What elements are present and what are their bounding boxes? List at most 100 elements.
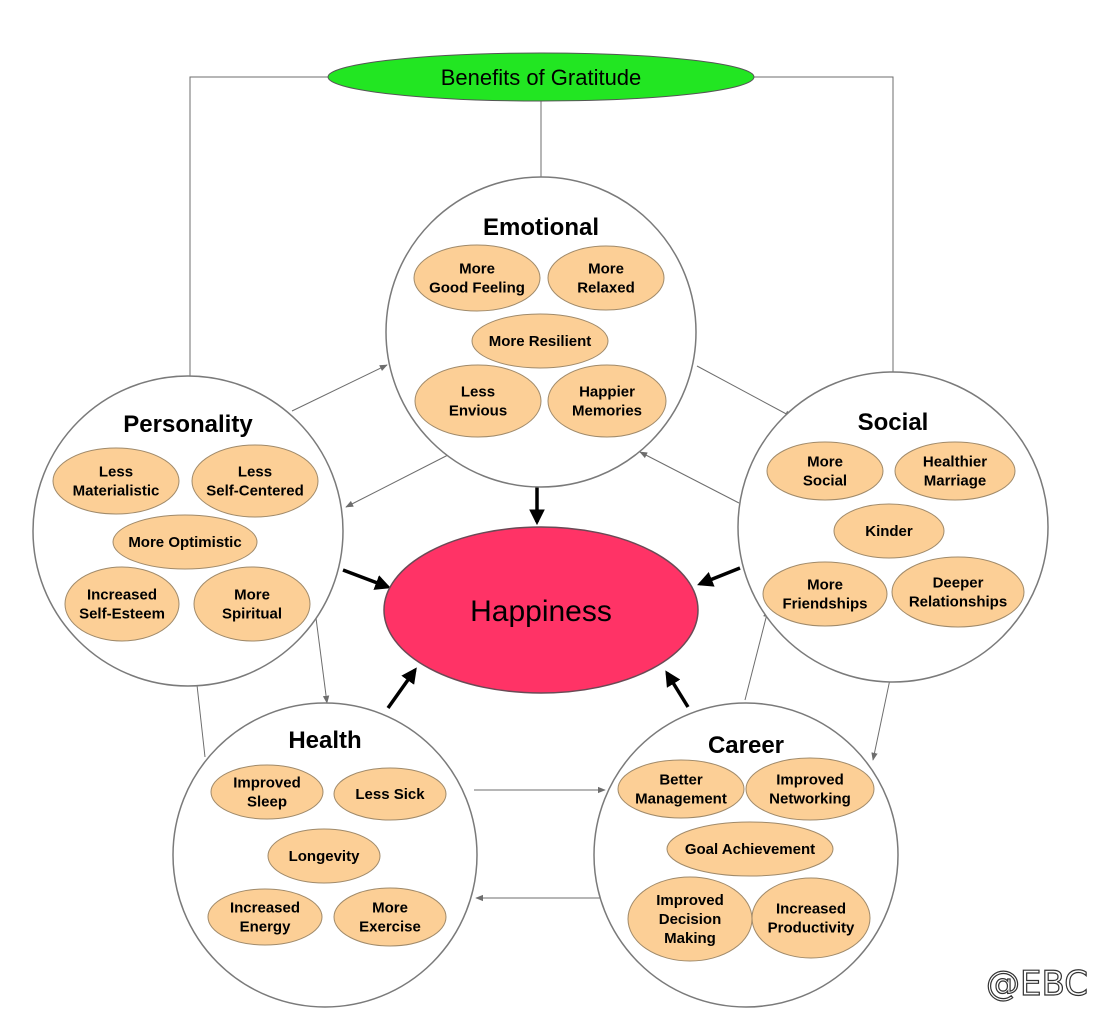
- health-item-pill: [207, 888, 323, 946]
- personality-item-label: Self-Centered: [206, 483, 304, 500]
- personality-item-label: More: [234, 587, 270, 604]
- health-item-label: More: [372, 900, 408, 917]
- health-title: Health: [288, 727, 361, 754]
- social-item-label: Social: [803, 473, 847, 490]
- social-item: Kinder: [833, 503, 945, 559]
- emotional-item-label: Good Feeling: [429, 280, 525, 297]
- personality-item-label: Spiritual: [222, 606, 282, 623]
- personality-item-label: Less: [238, 464, 272, 481]
- career-item-label: Management: [635, 791, 727, 808]
- social-item-label: Marriage: [924, 473, 987, 490]
- social-item-pill: [762, 561, 888, 627]
- personality-item-label: Self-Esteem: [79, 606, 165, 623]
- career-item: Goal Achievement: [666, 821, 834, 877]
- title-node: Benefits of Gratitude: [327, 52, 755, 102]
- happiness-label: Happiness: [470, 595, 612, 628]
- health-item-label: Exercise: [359, 919, 421, 936]
- emotional-item-pill: [471, 313, 609, 369]
- social-item-label: More: [807, 577, 843, 594]
- health-item-label: Sleep: [247, 794, 287, 811]
- health-item-label: Improved: [233, 775, 301, 792]
- connector-career-social: [744, 609, 770, 701]
- diagram-title: Benefits of Gratitude: [441, 65, 642, 90]
- emotional-item-pill: [547, 245, 665, 311]
- emotional-item-label: More: [588, 261, 624, 278]
- social-item-label: More: [807, 454, 843, 471]
- emotional-item: More Resilient: [471, 313, 609, 369]
- career-item-label: Making: [664, 930, 716, 947]
- career-item-pill: [745, 757, 875, 821]
- social-item-label: Friendships: [782, 596, 867, 613]
- health-item-label: Energy: [240, 919, 292, 936]
- health-item-pill: [210, 764, 324, 820]
- emotional-item-label: More Resilient: [489, 333, 592, 350]
- social-item-pill: [766, 441, 884, 501]
- social-item-label: Deeper: [933, 575, 984, 592]
- personality-item-label: Increased: [87, 587, 157, 604]
- emotional-item-label: Envious: [449, 403, 507, 420]
- career-item-label: Improved: [776, 772, 844, 789]
- emotional-item-pill: [414, 364, 542, 438]
- career-item-label: Networking: [769, 791, 851, 808]
- watermark-text: @EBC: [986, 964, 1088, 1004]
- connector-personality-emotional: [291, 364, 388, 412]
- health-item-pill: [333, 767, 447, 821]
- career-item-pill: [666, 821, 834, 877]
- arrow-health-happiness: [386, 667, 417, 710]
- personality-item-label: Less: [99, 464, 133, 481]
- emotional-item-pill: [547, 364, 667, 438]
- personality-item-pill: [64, 566, 180, 642]
- personality-item-label: Materialistic: [73, 483, 160, 500]
- career-item-pill: [617, 759, 745, 819]
- career-item-label: Goal Achievement: [685, 841, 815, 858]
- personality-item-label: More Optimistic: [128, 534, 241, 551]
- health-item-label: Increased: [230, 900, 300, 917]
- connector-social-emotional: [639, 451, 740, 504]
- connector-emotional-personality: [345, 454, 449, 508]
- health-item: Less Sick: [333, 767, 447, 821]
- career-item-label: Productivity: [768, 920, 855, 937]
- group-personality: PersonalityLessMaterialisticLessSelf-Cen…: [32, 375, 344, 687]
- group-social: SocialMoreSocialHealthierMarriageKinderM…: [737, 371, 1049, 683]
- career-item-label: Increased: [776, 901, 846, 918]
- connector-emotional-social: [696, 365, 793, 418]
- emotional-item-label: More: [459, 261, 495, 278]
- social-title: Social: [858, 409, 929, 436]
- social-item-pill: [833, 503, 945, 559]
- emotional-item-label: Happier: [579, 384, 635, 401]
- connector-title-personality: [186, 76, 330, 394]
- connector-title-social: [752, 76, 897, 384]
- title-ellipse: [327, 52, 755, 102]
- social-item-pill: [891, 556, 1025, 628]
- emotional-title: Emotional: [483, 214, 599, 241]
- group-career: CareerBetterManagementImprovedNetworking…: [593, 702, 899, 1008]
- health-item-label: Less Sick: [355, 786, 425, 803]
- health-item-pill: [333, 887, 447, 947]
- emotional-item-pill: [413, 244, 541, 312]
- center-node: Happiness: [383, 526, 699, 694]
- emotional-item-label: Relaxed: [577, 280, 635, 297]
- happiness-ellipse: [383, 526, 699, 694]
- social-item-label: Healthier: [923, 454, 987, 471]
- career-item-pill: [751, 877, 871, 959]
- emotional-item-label: Memories: [572, 403, 642, 420]
- health-item-label: Longevity: [289, 848, 360, 865]
- arrow-career-happiness: [665, 670, 690, 708]
